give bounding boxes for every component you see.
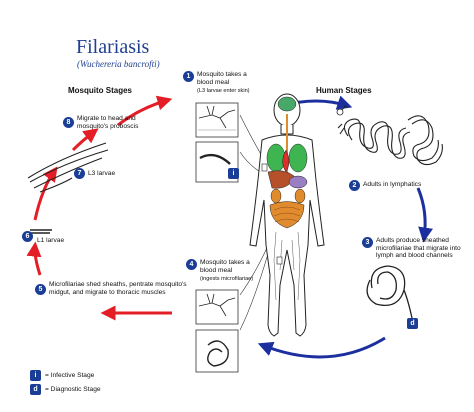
gender-symbol: [336, 105, 347, 116]
step-7-caption: L3 larvae: [88, 170, 116, 177]
step-1-note: (L3 larvae enter skin): [197, 88, 250, 94]
step-2-number: 2: [349, 180, 360, 191]
arrow-to-step-6: [26, 241, 42, 276]
arrow-to-step-4: [257, 336, 386, 359]
step-4-note: (ingests microfilariae): [200, 276, 254, 282]
organs: [266, 96, 308, 229]
right-lung: [288, 143, 308, 173]
l1-larvae-image: [30, 229, 52, 234]
step-1-caption: Mosquito takes a blood meal: [197, 71, 247, 86]
arrow-to-step-7: [33, 166, 58, 221]
arrow-to-step-3: [416, 187, 434, 243]
step-2-caption: Adults in lymphatics: [363, 181, 422, 188]
legend-infective-label: = Infective Stage: [45, 372, 95, 379]
left-lung: [266, 143, 286, 173]
skin-marker-upper: [261, 163, 268, 172]
arrow-to-step-8: [71, 128, 99, 152]
human-stages-heading: Human Stages: [316, 86, 372, 95]
step-6-number: 6: [22, 231, 33, 242]
adult-worms: [337, 115, 443, 166]
step-4-number: 4: [186, 259, 197, 270]
legend-diagnostic-label: = Diagnostic Stage: [45, 386, 101, 393]
step-8-caption: Migrate to head and mosquito's proboscis: [77, 115, 139, 130]
skin-marker-lower: [276, 256, 283, 265]
step-8-number: 8: [63, 117, 74, 128]
step-1-number: 1: [183, 71, 194, 82]
step-5-caption: Microfilariae shed sheaths, pentrate mos…: [49, 281, 187, 296]
lymph-vessels: [273, 231, 301, 301]
brain: [277, 96, 297, 112]
arrow-to-step-1: [117, 95, 173, 127]
step-5-number: 5: [35, 284, 46, 295]
mosquito-stages-heading: Mosquito Stages: [68, 86, 133, 95]
left-kidney: [270, 188, 282, 204]
infective-badge-step-1: i: [228, 168, 239, 179]
step-6-caption: L1 larvae: [37, 237, 65, 244]
legend-diagnostic-badge: d: [30, 384, 41, 395]
right-kidney: [294, 188, 306, 204]
microfilaria: [366, 265, 413, 319]
step-4-caption: Mosquito takes a blood meal: [200, 259, 250, 274]
step-4-images: [195, 289, 239, 373]
stomach: [288, 175, 308, 189]
l3-larvae-image: [27, 142, 109, 193]
step-7-number: 7: [74, 168, 85, 179]
diagram-subtitle: (Wuchereria bancrofti): [77, 59, 160, 69]
step-3-number: 3: [362, 237, 373, 248]
mosquito-cycle-arrows: [26, 95, 173, 321]
diagnostic-badge-step-3: d: [407, 318, 418, 329]
intestine-folds: [273, 206, 301, 223]
liver: [267, 170, 295, 189]
step-3-caption: Adults produce sheathed microfilariae th…: [376, 237, 461, 260]
diagram-title: Filariasis: [76, 36, 150, 58]
legend-infective-badge: i: [30, 370, 41, 381]
